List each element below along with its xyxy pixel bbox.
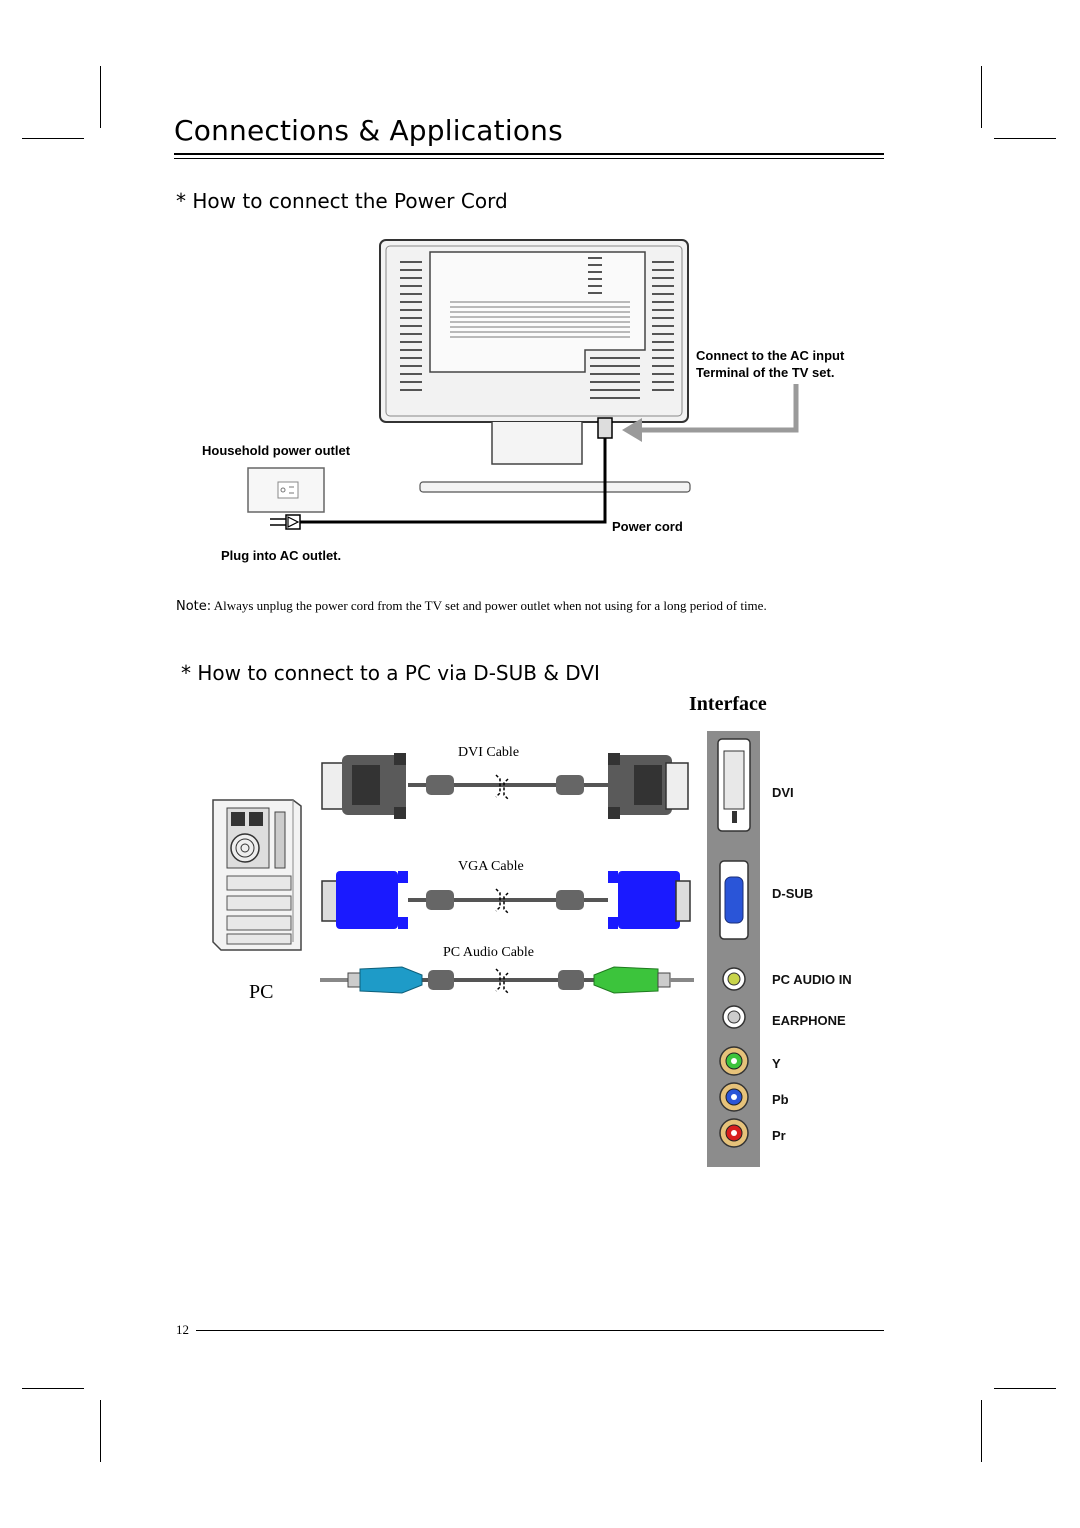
- household-outlet-icon: [247, 467, 325, 513]
- note-prefix: Note:: [176, 599, 212, 614]
- plug-icon: [270, 514, 301, 530]
- crop-mark: [22, 138, 84, 139]
- vga-cable: [321, 871, 691, 929]
- dvi-cable-label: DVI Cable: [458, 745, 520, 760]
- crop-mark: [100, 1400, 101, 1462]
- household-outlet-label: Household power outlet: [202, 443, 351, 458]
- note-text: Note: Always unplug the power cord from …: [176, 598, 767, 614]
- port-label-earphone: EARPHONE: [772, 1013, 846, 1028]
- title-rule: [174, 158, 884, 159]
- ac-input-label: Terminal of the TV set.: [696, 365, 835, 380]
- page-number: 12: [176, 1322, 189, 1337]
- page-title: Connections & Applications: [174, 114, 563, 147]
- dvi-cable: [321, 753, 689, 819]
- power-section-heading: * How to connect the Power Cord: [176, 189, 508, 213]
- port-label-dsub: D-SUB: [772, 886, 814, 901]
- port-label-pr: Pr: [772, 1128, 786, 1143]
- port-label-pc-audio-in: PC AUDIO IN: [772, 972, 852, 987]
- power-cord-label: Power cord: [612, 519, 683, 534]
- pc-tower-icon: [212, 799, 302, 951]
- ac-input-label: Connect to the AC input: [696, 348, 845, 363]
- pc-label: PC: [249, 981, 274, 1003]
- port-label-dvi: DVI: [772, 785, 794, 800]
- port-label-pb: Pb: [772, 1092, 789, 1107]
- dsub-port-icon: [719, 860, 749, 940]
- crop-mark: [981, 1400, 982, 1462]
- cables-diagram: [320, 753, 694, 994]
- audio-cable: [320, 966, 694, 994]
- plug-label: Plug into AC outlet.: [221, 548, 342, 563]
- crop-mark: [994, 1388, 1056, 1389]
- interface-label: Interface: [689, 693, 767, 715]
- crop-mark: [100, 66, 101, 128]
- dvi-port-icon: [717, 738, 751, 832]
- crop-mark: [22, 1388, 84, 1389]
- title-rule: [174, 153, 884, 155]
- vga-cable-label: VGA Cable: [458, 859, 524, 874]
- tv-back-illustration: [379, 239, 691, 493]
- interface-ports: [717, 738, 751, 1148]
- port-label-y: Y: [772, 1056, 781, 1071]
- ac-input-arrow: [622, 384, 799, 442]
- crop-mark: [981, 66, 982, 128]
- audio-cable-label: PC Audio Cable: [443, 945, 535, 960]
- power-cord-line: [298, 438, 607, 524]
- crop-mark: [994, 138, 1056, 139]
- note-body: Always unplug the power cord from the TV…: [213, 598, 767, 613]
- pc-section-heading: * How to connect to a PC via D-SUB & DVI: [181, 661, 600, 685]
- power-cord-diagram: [247, 239, 799, 530]
- footer-rule: [196, 1330, 884, 1331]
